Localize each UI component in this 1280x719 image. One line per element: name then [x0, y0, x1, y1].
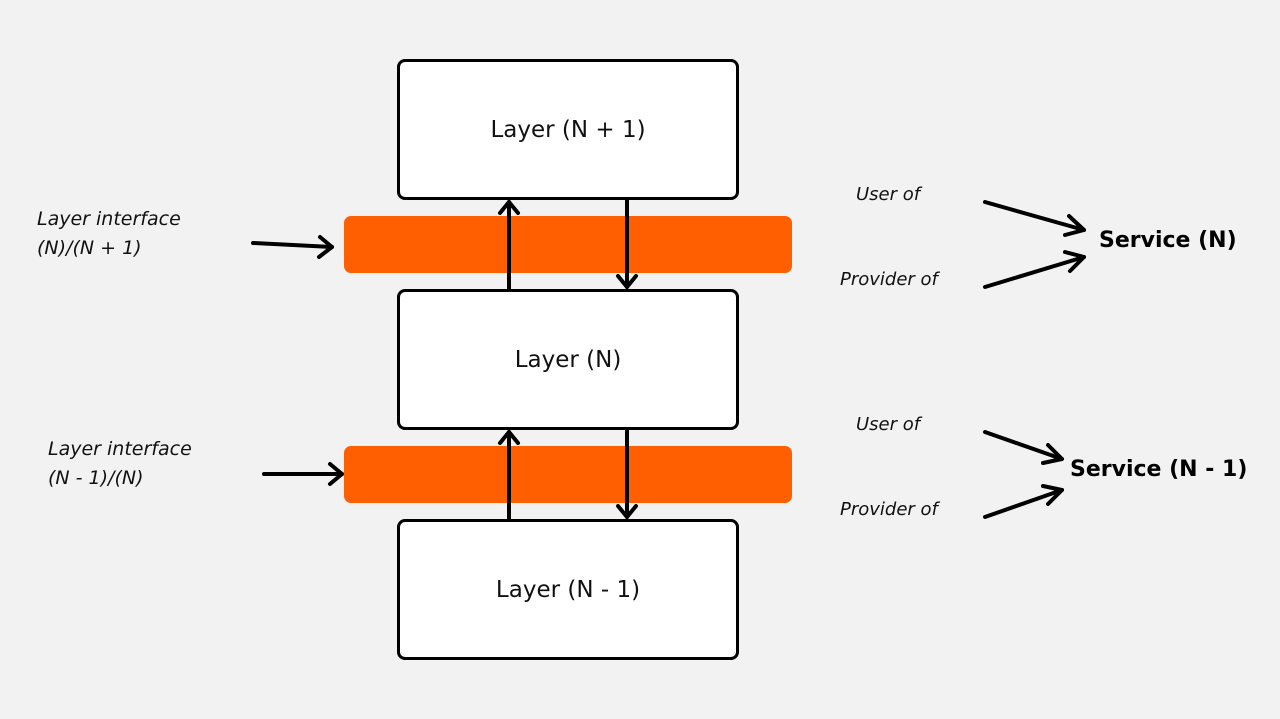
- layer-label-bottom: Layer (N - 1): [495, 576, 641, 603]
- interface-label-lower-line2: (N - 1)/(N): [48, 467, 144, 489]
- arrow-provider-of-service-n-minus-1: [983, 484, 1064, 519]
- arrow-up-bottom-to-middle: [498, 430, 520, 521]
- interface-label-upper-line1: Layer interface: [37, 208, 181, 230]
- user-of-label-upper: User of: [856, 184, 921, 205]
- arrow-user-of-service-n-minus-1: [983, 430, 1064, 465]
- user-of-label-lower: User of: [856, 414, 921, 435]
- interface-label-lower-line1: Layer interface: [48, 438, 192, 460]
- service-label-n-minus-1: Service (N - 1): [1070, 457, 1248, 482]
- interface-label-upper: Layer interface (N)/(N + 1): [37, 205, 181, 263]
- arrow-up-middle-to-top: [498, 200, 520, 291]
- provider-of-label-upper: Provider of: [840, 269, 938, 290]
- arrow-user-of-service-n: [983, 200, 1086, 237]
- arrow-interface-lower: [262, 462, 344, 486]
- provider-of-label-lower: Provider of: [840, 499, 938, 520]
- layer-label-top: Layer (N + 1): [490, 116, 646, 143]
- arrow-provider-of-service-n: [983, 250, 1086, 289]
- layer-box-bottom: Layer (N - 1): [397, 519, 739, 660]
- interface-band-upper: [344, 216, 792, 273]
- layer-label-middle: Layer (N): [514, 346, 622, 373]
- layer-box-middle: Layer (N): [397, 289, 739, 430]
- layer-box-top: Layer (N + 1): [397, 59, 739, 200]
- interface-label-lower: Layer interface (N - 1)/(N): [48, 435, 192, 493]
- interface-band-lower: [344, 446, 792, 503]
- interface-label-upper-line2: (N)/(N + 1): [37, 237, 142, 259]
- arrow-interface-upper: [251, 235, 334, 259]
- arrow-down-top-to-middle: [616, 198, 638, 289]
- service-label-n: Service (N): [1099, 228, 1237, 253]
- arrow-down-middle-to-bottom: [616, 428, 638, 519]
